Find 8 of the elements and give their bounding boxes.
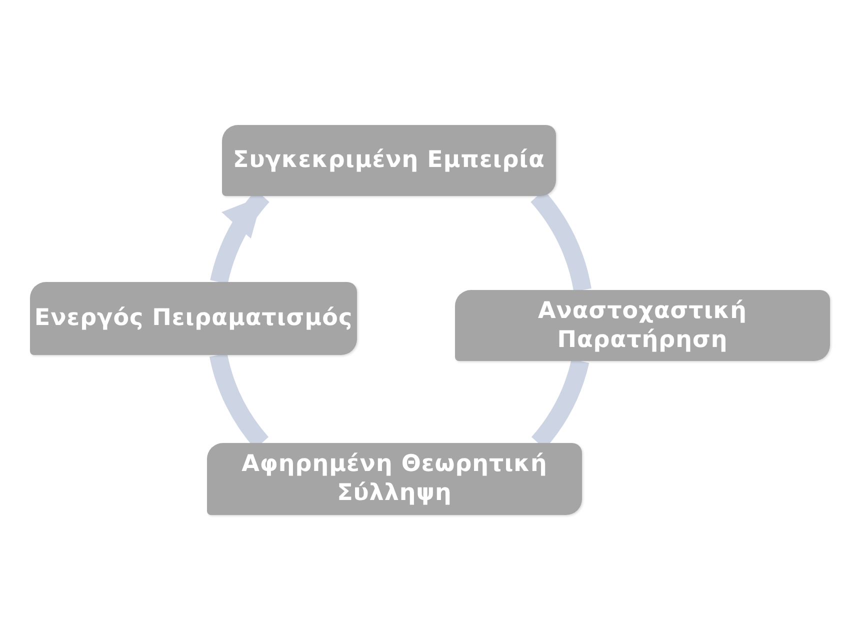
- box-label: Συγκεκριμένη Εμπειρία: [233, 146, 545, 175]
- process-box: [30, 282, 357, 355]
- box-label: Αναστοχαστική Παρατήρηση: [536, 296, 748, 354]
- box-label: Ενεργός Πειραματισμός: [34, 304, 353, 333]
- process-box: [455, 290, 830, 361]
- process-box: [207, 443, 582, 515]
- process-box: [222, 125, 556, 196]
- box-label: Αφηρημένη Θεωρητική Σύλληψη: [240, 450, 548, 508]
